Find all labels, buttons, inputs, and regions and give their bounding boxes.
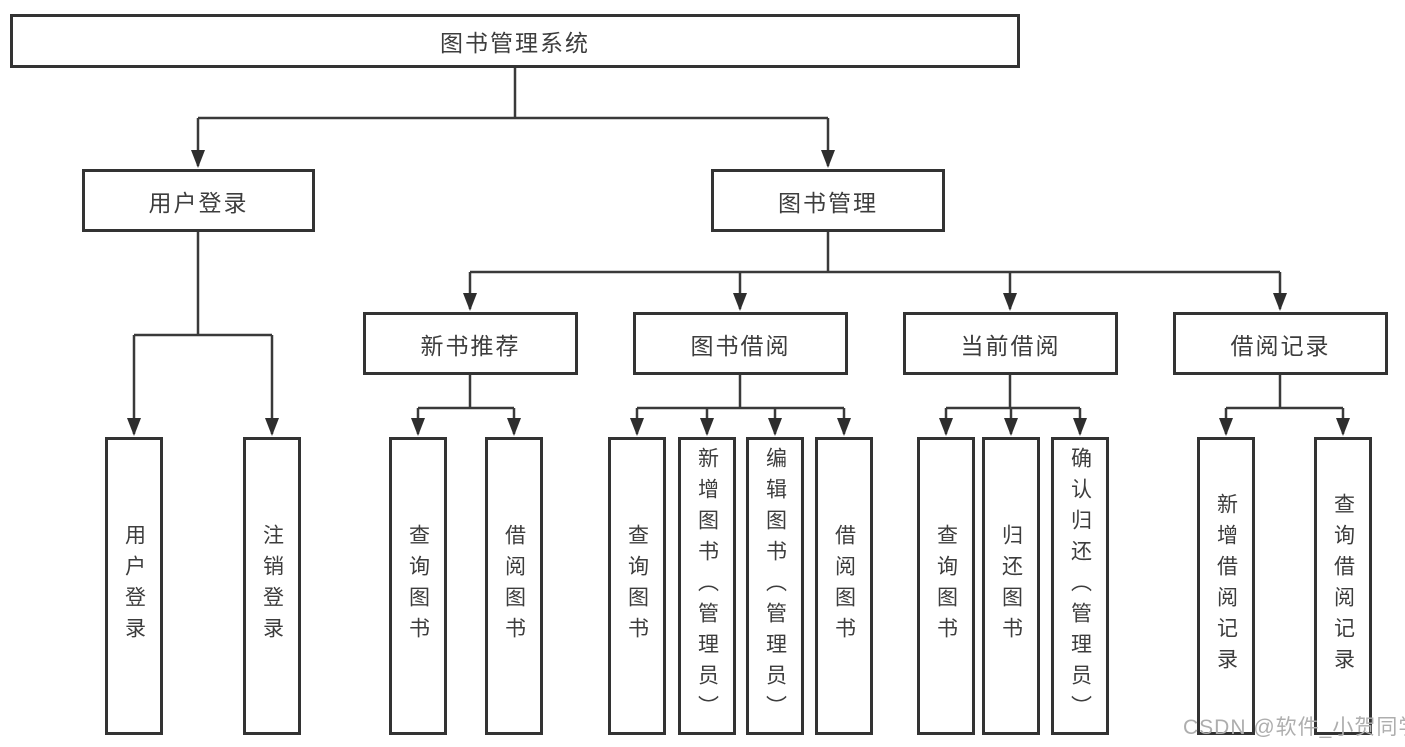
leaf-query-borrow-record-label: 查询借阅记录 bbox=[1331, 493, 1355, 679]
leaf-query-borrow-record: 查询借阅记录 bbox=[1314, 437, 1372, 735]
leaf-add-borrow-record: 新增借阅记录 bbox=[1197, 437, 1255, 735]
node-book-management-label: 图书管理 bbox=[778, 189, 878, 216]
leaf-query-books-borrowing: 查询图书 bbox=[608, 437, 666, 735]
leaf-borrow-books: 借阅图书 bbox=[815, 437, 873, 735]
node-root-system-label: 图书管理系统 bbox=[440, 30, 590, 56]
node-new-book-recommend: 新书推荐 bbox=[363, 312, 578, 375]
node-root-system: 图书管理系统 bbox=[10, 14, 1020, 68]
leaf-logout-label: 注销登录 bbox=[260, 524, 284, 648]
leaf-add-books-admin-label: 新增图书（管理员） bbox=[695, 446, 719, 726]
leaf-confirm-return-admin-label: 确认归还（管理员） bbox=[1068, 446, 1092, 726]
connector-arrows bbox=[127, 118, 1350, 436]
leaf-return-books-label: 归还图书 bbox=[999, 524, 1023, 648]
leaf-return-books: 归还图书 bbox=[982, 437, 1040, 735]
leaf-query-books-current: 查询图书 bbox=[917, 437, 975, 735]
leaf-query-books-borrowing-label: 查询图书 bbox=[625, 524, 649, 648]
node-borrowing-records-label: 借阅记录 bbox=[1230, 332, 1331, 359]
node-current-borrowing-label: 当前借阅 bbox=[960, 332, 1061, 359]
leaf-borrow-books-recommend-label: 借阅图书 bbox=[502, 524, 526, 648]
csdn-watermark: CSDN @软件_小贺同学 bbox=[1183, 716, 1405, 739]
leaf-edit-books-admin-label: 编辑图书（管理员） bbox=[763, 446, 787, 726]
node-book-management: 图书管理 bbox=[711, 169, 945, 232]
connector-elbows bbox=[134, 68, 1343, 410]
leaf-logout: 注销登录 bbox=[243, 437, 301, 735]
leaf-query-books-current-label: 查询图书 bbox=[934, 524, 958, 648]
node-book-borrowing: 图书借阅 bbox=[633, 312, 848, 375]
node-user-login: 用户登录 bbox=[82, 169, 315, 232]
leaf-add-books-admin: 新增图书（管理员） bbox=[678, 437, 736, 735]
node-borrowing-records: 借阅记录 bbox=[1173, 312, 1388, 375]
leaf-add-borrow-record-label: 新增借阅记录 bbox=[1214, 493, 1238, 679]
leaf-confirm-return-admin: 确认归还（管理员） bbox=[1051, 437, 1109, 735]
node-user-login-label: 用户登录 bbox=[148, 189, 249, 216]
leaf-user-login: 用户登录 bbox=[105, 437, 163, 735]
node-book-borrowing-label: 图书借阅 bbox=[690, 332, 791, 359]
leaf-user-login-label: 用户登录 bbox=[122, 524, 146, 648]
leaf-borrow-books-label: 借阅图书 bbox=[832, 524, 856, 648]
leaf-edit-books-admin: 编辑图书（管理员） bbox=[746, 437, 804, 735]
leaf-borrow-books-recommend: 借阅图书 bbox=[485, 437, 543, 735]
leaf-query-books-recommend-label: 查询图书 bbox=[406, 524, 430, 648]
node-new-book-recommend-label: 新书推荐 bbox=[420, 332, 521, 359]
node-current-borrowing: 当前借阅 bbox=[903, 312, 1118, 375]
leaf-query-books-recommend: 查询图书 bbox=[389, 437, 447, 735]
